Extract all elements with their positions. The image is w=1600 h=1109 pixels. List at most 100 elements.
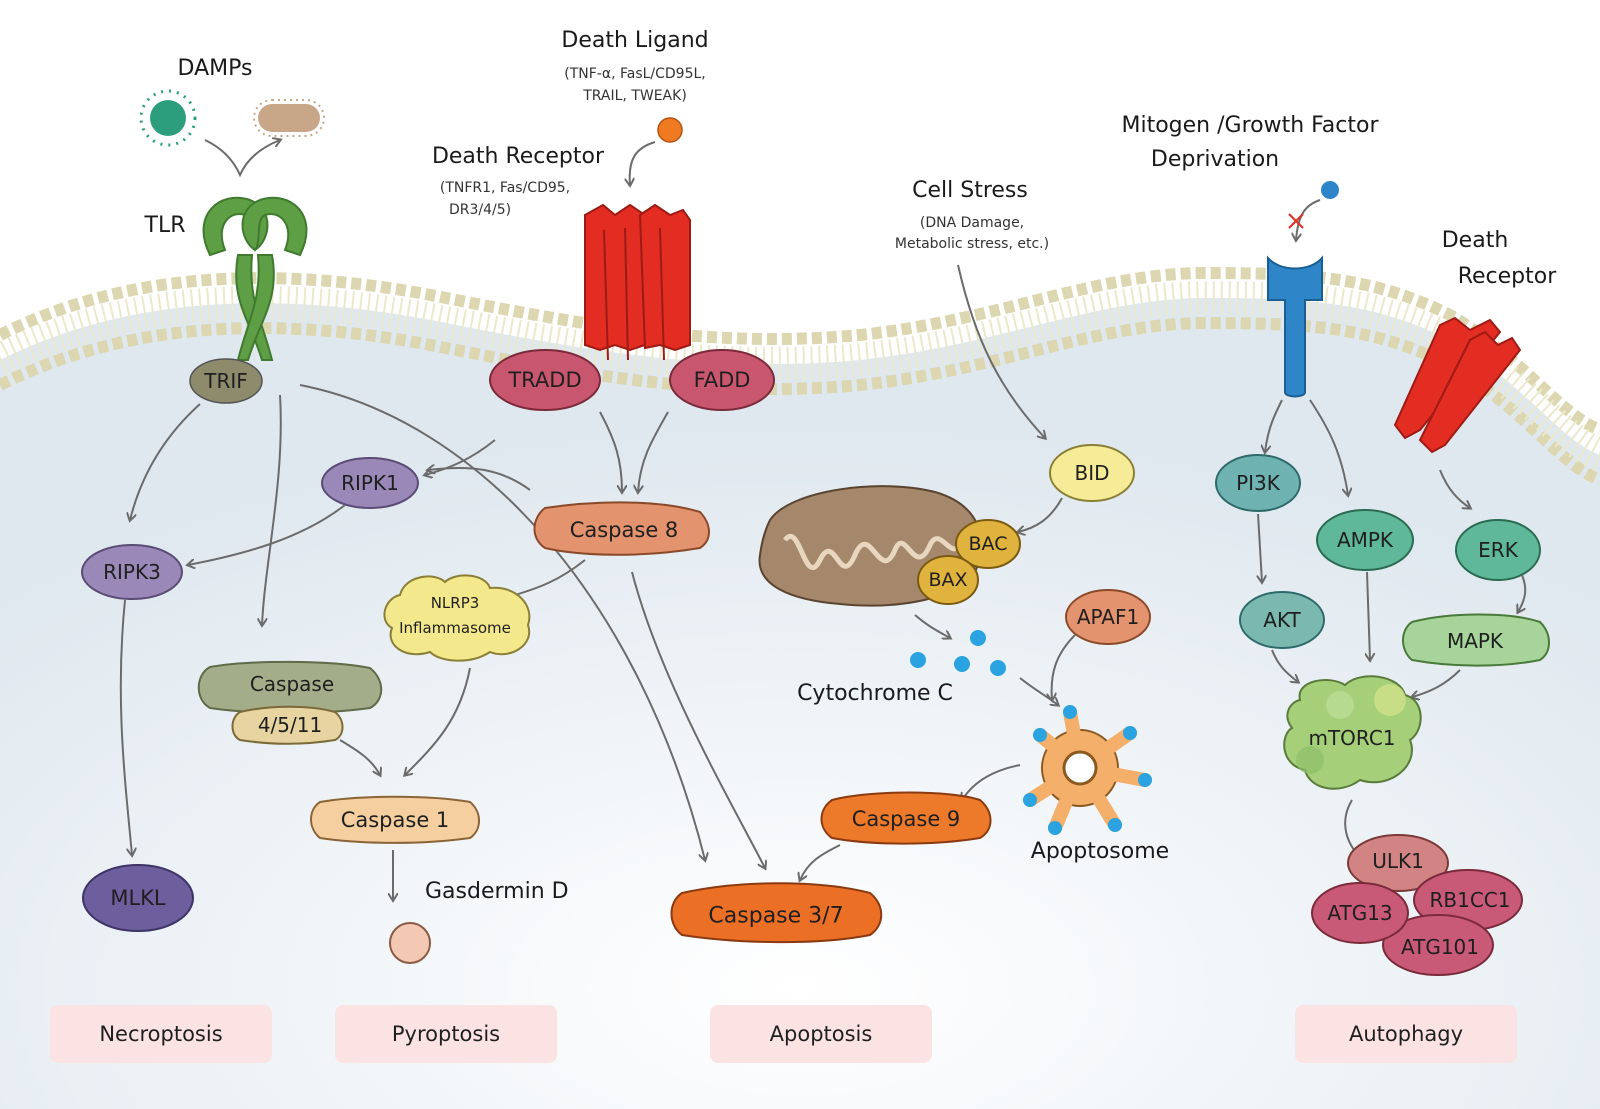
atg13-label: ATG13 [1327, 901, 1392, 925]
ripk1-label: RIPK1 [341, 471, 399, 495]
mlkl-label: MLKL [110, 886, 166, 910]
caspase-4511-label-2: 4/5/11 [258, 713, 322, 737]
damps-label: DAMPs [178, 56, 253, 81]
cell-stress-examples-1: (DNA Damage, [920, 215, 1024, 231]
bax-label: BAX [928, 569, 967, 591]
tradd-label: TRADD [507, 368, 581, 392]
receptor-erk-arrow [1439, 469, 1470, 508]
atg13-node [1311, 882, 1409, 944]
caspase-4511-label-1: Caspase [250, 672, 334, 696]
pathway-box-autophagy: Autophagy [1295, 1005, 1517, 1063]
bac-label: BAC [969, 533, 1008, 555]
death-receptor-right-label-2: Receptor [1458, 264, 1558, 289]
caspase9-caspase37-arrow [800, 844, 841, 880]
caspase4511-caspase1-arrow [339, 739, 380, 775]
death-ligand-examples-1: (TNF-α, FasL/CD95L, [564, 66, 706, 82]
ripk3-mlkl-arrow [119, 599, 132, 855]
tlr-receptor [202, 196, 308, 361]
damps-arrow [204, 140, 280, 178]
mapk-label: MAPK [1447, 629, 1504, 653]
mitogen-label-1: Mitogen /Growth Factor [1122, 113, 1380, 138]
pathway-label-necroptosis: Necroptosis [99, 1022, 222, 1046]
pi3k-akt-arrow [1258, 513, 1262, 582]
mtorc1-label: mTORC1 [1308, 726, 1395, 750]
caspase8-label: Caspase 8 [570, 518, 679, 542]
bid-label: BID [1074, 461, 1109, 485]
bid-node [1049, 444, 1135, 502]
ampk-label: AMPK [1337, 528, 1394, 552]
pi3k-node [1215, 454, 1301, 512]
fadd-caspase8-arrow [638, 411, 669, 492]
pathway-box-pyroptosis: Pyroptosis [335, 1005, 557, 1063]
cytochrome-c-label: Cytochrome C [797, 681, 953, 706]
ulk1-label: ULK1 [1372, 849, 1424, 873]
apaf1-label: APAF1 [1077, 605, 1139, 629]
death-ligand-icon [657, 117, 683, 143]
bax-node [917, 555, 979, 605]
nlrp3-label-1: NLRP3 [431, 594, 480, 612]
caspase37-node [670, 882, 883, 944]
death-receptor-label: Death Receptor [432, 144, 605, 169]
caspase-4511-node-top [197, 660, 383, 714]
trif-label: TRIF [203, 369, 248, 393]
apaf1-apoptosome-arrow [1052, 634, 1076, 700]
erk-label: ERK [1478, 538, 1519, 562]
caspase1-node [310, 795, 480, 844]
caspase8-node [533, 501, 710, 556]
receptor-pi3k-arrow [1265, 399, 1283, 452]
caspase9-label: Caspase 9 [852, 807, 961, 831]
bax-cytochrome-arrow [914, 614, 950, 638]
pathway-label-autophagy: Autophagy [1349, 1022, 1463, 1046]
caspase8-ripk1-arrow [428, 468, 531, 491]
caspase-4511-node-bottom [231, 705, 344, 745]
death-receptor-center [584, 203, 691, 361]
pi3k-label: PI3K [1236, 471, 1281, 495]
trif-ripk3-arrow [130, 403, 201, 520]
nlrp3-node [383, 574, 531, 662]
tlr-label: TLR [144, 213, 186, 238]
fadd-node [669, 349, 775, 411]
receptor-ampk-arrow [1309, 399, 1348, 495]
cell-stress-label: Cell Stress [912, 178, 1028, 203]
erk-node [1455, 519, 1541, 581]
growth-factor-icon [1321, 181, 1339, 199]
pathway-label-apoptosis: Apoptosis [770, 1022, 873, 1046]
mapk-mtorc1-arrow [1412, 669, 1461, 697]
death-ligand-examples-2: TRAIL, TWEAK) [582, 88, 687, 104]
tradd-node [489, 349, 601, 411]
bac-node [955, 519, 1021, 569]
rb1cc1-label: RB1CC1 [1430, 888, 1511, 912]
ripk3-label: RIPK3 [103, 560, 161, 584]
ulk1-node [1347, 834, 1449, 892]
gasdermin-label: Gasdermin D [425, 879, 569, 904]
apoptosome-caspase9-arrow [962, 764, 1021, 800]
cell-stress-examples-2: Metabolic stress, etc.) [895, 236, 1049, 252]
death-receptor-right [1393, 316, 1522, 454]
blocked-x-icon [1288, 213, 1304, 229]
apoptosome-icon [1023, 705, 1152, 835]
death-receptor-examples-1: (TNFR1, Fas/CD95, [440, 180, 570, 196]
fadd-label: FADD [694, 368, 751, 392]
apaf1-node [1065, 589, 1151, 645]
death-ligand-label: Death Ligand [561, 28, 708, 53]
virus-icon [139, 89, 197, 147]
mtorc1-node [1283, 675, 1422, 790]
ripk1-node [321, 457, 419, 509]
nlrp3-label-2: Inflammasome [399, 619, 511, 637]
tradd-caspase8-arrow [599, 411, 622, 492]
mapk-node [1402, 613, 1550, 667]
akt-node [1239, 591, 1325, 649]
growth-factor-arrow [1296, 199, 1321, 240]
trif-node [189, 358, 263, 404]
pathway-box-necroptosis: Necroptosis [50, 1005, 272, 1063]
apoptosome-label: Apoptosome [1031, 839, 1169, 864]
caspase8-caspase37-arrow [631, 571, 765, 868]
akt-label: AKT [1263, 608, 1301, 632]
ampk-node [1316, 509, 1414, 571]
stress-arrow [957, 264, 1045, 438]
caspase1-label: Caspase 1 [341, 808, 450, 832]
atg101-node [1382, 914, 1494, 976]
erk-mapk-arrow [1518, 574, 1527, 612]
death-receptor-right-label-1: Death [1442, 228, 1509, 253]
